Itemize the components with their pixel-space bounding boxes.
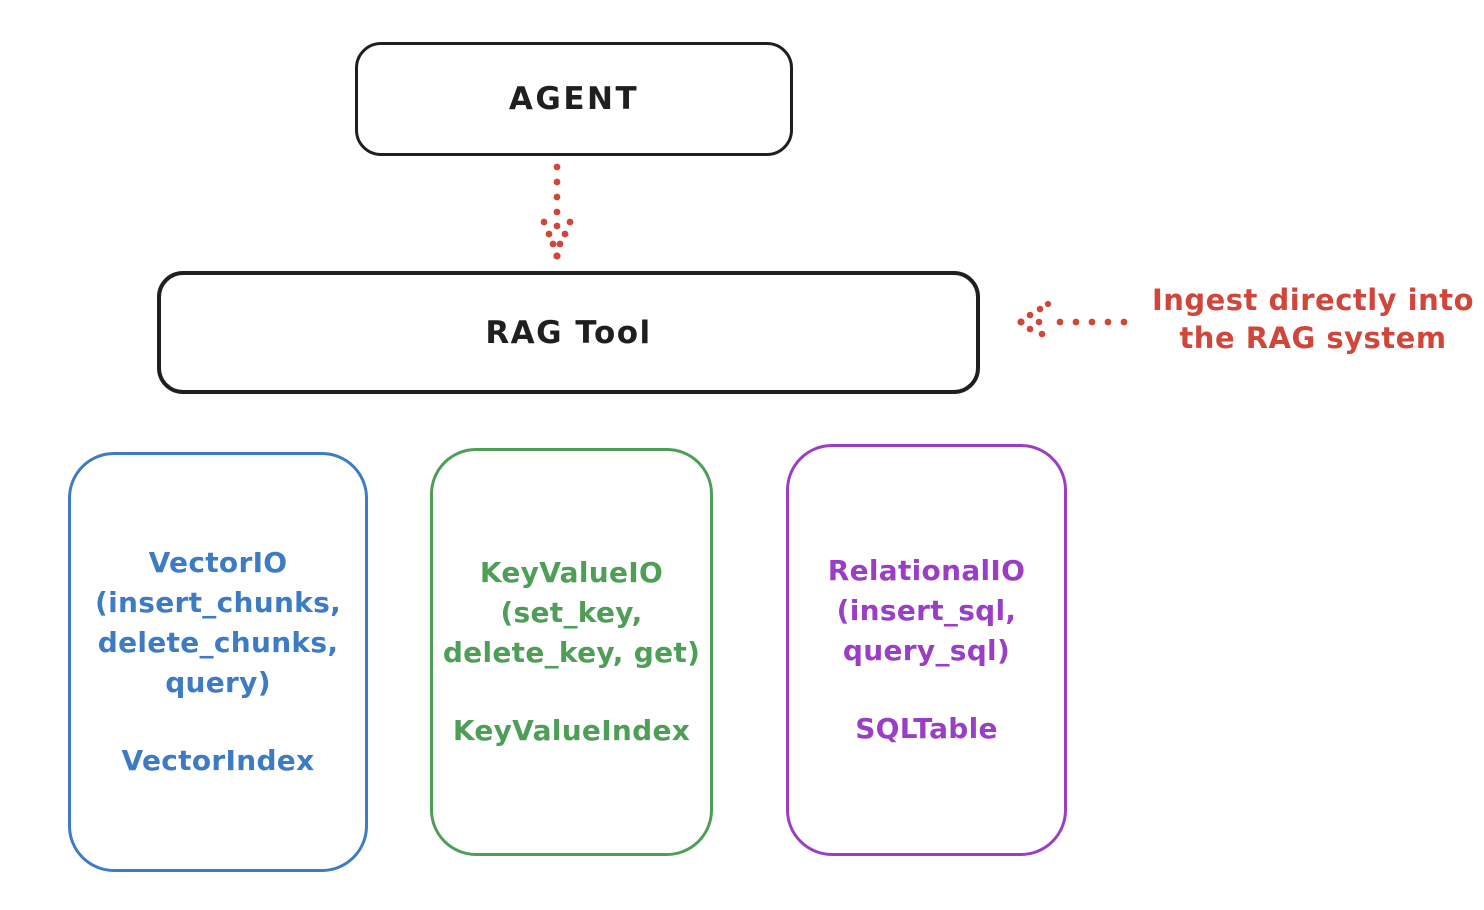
keyvalue-io-box: KeyValueIO (set_key, delete_key, get) Ke… xyxy=(430,448,713,856)
io-line: (insert_sql, xyxy=(836,594,1017,627)
dotted-arrow-left-icon xyxy=(1017,300,1128,338)
vector-io-box: VectorIO (insert_chunks, delete_chunks, … xyxy=(68,452,368,872)
agent-box: AGENT xyxy=(355,42,793,156)
dotted-arrow-down-icon xyxy=(540,163,574,260)
io-line: delete_key, get) xyxy=(442,636,701,669)
keyvalue-index-label: KeyValueIndex xyxy=(452,714,691,747)
keyvalue-io-methods: KeyValueIO (set_key, delete_key, get) xyxy=(443,553,700,673)
rag-tool-box-label: RAG Tool xyxy=(485,314,652,351)
ingest-annotation: Ingest directly into the RAG system xyxy=(1138,281,1484,357)
io-line: query_sql) xyxy=(842,634,1011,667)
ingest-annotation-line2: the RAG system xyxy=(1179,321,1447,355)
io-line: VectorIO xyxy=(148,546,288,579)
io-line: delete_chunks, xyxy=(97,626,339,659)
rag-tool-box: RAG Tool xyxy=(157,271,980,394)
io-line: (insert_chunks, xyxy=(95,586,341,619)
io-line: query) xyxy=(165,666,271,699)
relational-io-methods: RelationalIO (insert_sql, query_sql) xyxy=(828,551,1026,671)
sql-table-label: SQLTable xyxy=(855,712,998,745)
io-line: (set_key, xyxy=(500,596,643,629)
io-line: KeyValueIO xyxy=(479,556,664,589)
vector-io-methods: VectorIO (insert_chunks, delete_chunks, … xyxy=(95,543,341,703)
io-line: RelationalIO xyxy=(827,554,1026,587)
vector-index-label: VectorIndex xyxy=(121,744,315,777)
ingest-annotation-line1: Ingest directly into xyxy=(1151,283,1475,317)
agent-box-label: AGENT xyxy=(508,81,640,117)
relational-io-box: RelationalIO (insert_sql, query_sql) SQL… xyxy=(786,444,1067,856)
